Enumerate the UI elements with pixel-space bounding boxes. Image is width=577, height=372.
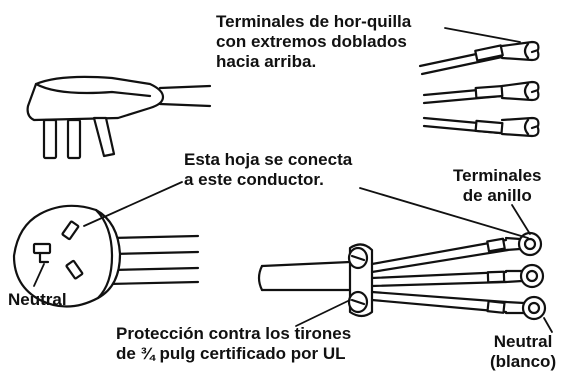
label-neutral-right-line-2: (blanco) <box>490 352 557 371</box>
label-strain-relief-line-2: de ¾ pulg certificado por UL <box>116 344 346 363</box>
plug-face-view <box>12 204 200 308</box>
label-strain-relief-line-1: Protección contra los tirones <box>116 324 352 343</box>
ring-terminal-cord <box>257 231 547 321</box>
label-fork-terminals-line-2: con extremos doblados <box>216 32 407 51</box>
label-neutral-right: Neutral (blanco) <box>490 332 556 372</box>
fork-terminal-wires <box>418 40 540 138</box>
leader-neutral-right <box>543 317 553 333</box>
plug-side-view <box>26 75 212 160</box>
label-neutral-right-line-1: Neutral <box>493 332 553 351</box>
label-ring-terminals: Terminales de anillo <box>453 166 542 206</box>
leader-neutral-left <box>33 263 45 287</box>
leader-strain-relief <box>295 299 351 327</box>
label-fork-terminals: Terminales de hor-quilla con extremos do… <box>216 12 411 72</box>
label-blade-note-line-2: a este conductor. <box>184 170 324 189</box>
leader-ring <box>511 204 531 235</box>
label-blade-note-line-1: Esta hoja se conecta <box>184 150 353 169</box>
leader-conductor <box>359 187 529 239</box>
label-fork-terminals-line-1: Terminales de hor-quilla <box>216 12 412 31</box>
label-fork-terminals-line-3: hacia arriba. <box>216 52 317 71</box>
label-ring-terminals-line-2: de anillo <box>462 186 532 205</box>
label-strain-relief: Protección contra los tirones de ¾ pulg … <box>116 324 351 364</box>
label-ring-terminals-line-1: Terminales <box>453 166 542 185</box>
leader-blade <box>83 181 183 227</box>
label-neutral-left: Neutral <box>8 290 67 309</box>
leader-fork <box>444 27 521 43</box>
label-blade-note: Esta hoja se conecta a este conductor. <box>184 150 352 190</box>
leader-lines <box>33 27 553 333</box>
